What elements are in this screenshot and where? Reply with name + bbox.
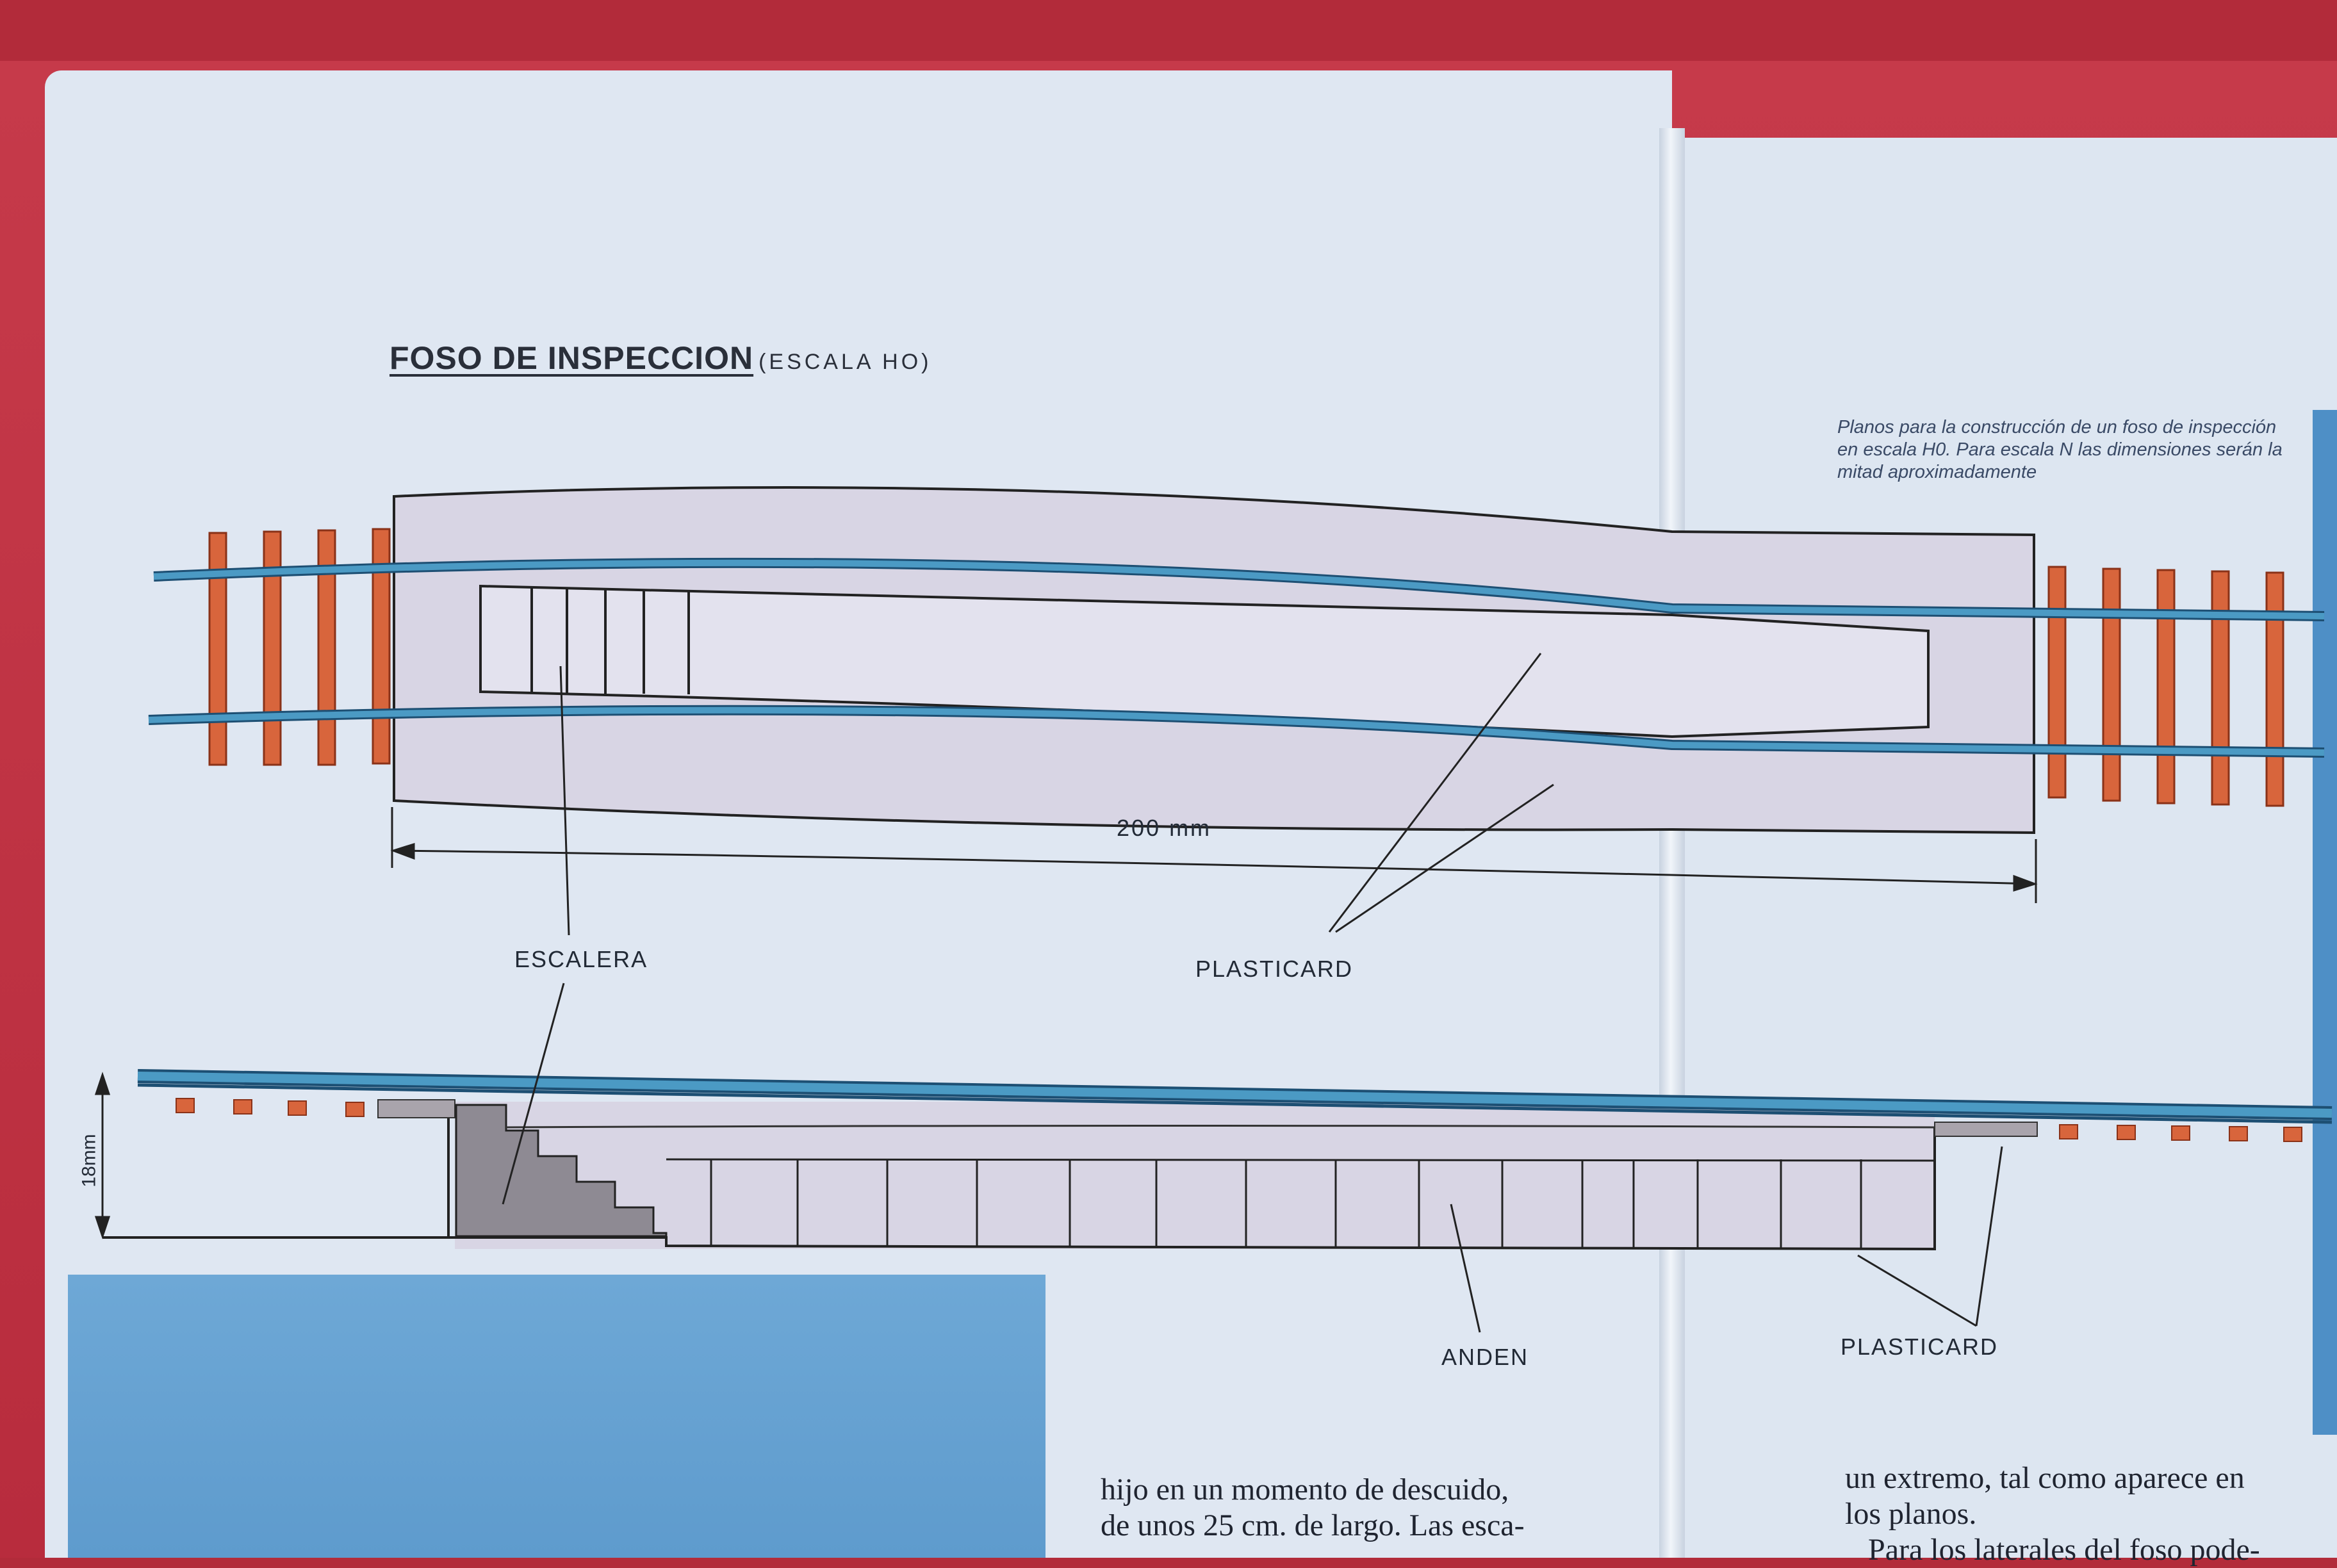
sleepers-left [208, 528, 391, 766]
body-text-line: Para los laterales del foso pode- [1845, 1533, 2260, 1567]
body-text-left: hijo en un momento de descuido, de unos … [1101, 1472, 1525, 1544]
stair-side-view [455, 1104, 668, 1237]
drawing-title: FOSO DE INSPECCION(ESCALA HO) [390, 339, 931, 377]
body-text-line: hijo en un momento de descuido, [1101, 1473, 1509, 1507]
title-main: FOSO DE INSPECCION [390, 340, 754, 376]
page-edge-strip [2313, 410, 2337, 1435]
body-text-line: de unos 25 cm. de largo. Las esca- [1101, 1508, 1525, 1542]
leader-lines-top [559, 653, 1554, 936]
platform-side-view [455, 1102, 1935, 1249]
body-text-line: un extremo, tal como aparece en [1845, 1461, 2245, 1495]
label-plasticard-top: PLASTICARD [1195, 956, 1354, 982]
platform-divisions [710, 1159, 1862, 1248]
body-text-right: un extremo, tal como aparece en los plan… [1845, 1460, 2260, 1568]
leader-lines-bottom [502, 983, 2003, 1333]
label-escalera: ESCALERA [514, 946, 648, 972]
book-gutter [1659, 128, 1685, 1558]
title-scale: (ESCALA HO) [758, 350, 932, 374]
model-photo [68, 1275, 1046, 1558]
rail-side-view [137, 1069, 2333, 1124]
sleepers-side-view [176, 1098, 2302, 1142]
stair-top-view [530, 588, 690, 694]
dimension-label-height: 18mm [78, 1134, 100, 1188]
figure-caption: Planos para la construcción de un foso d… [1837, 417, 2283, 482]
label-anden: ANDEN [1441, 1344, 1529, 1370]
sleepers-right [2047, 566, 2284, 807]
label-plasticard-bottom: PLASTICARD [1841, 1334, 1999, 1360]
body-text-line: los planos. [1845, 1497, 1977, 1531]
dimension-line-200mm [390, 807, 2038, 903]
rails-top-view [148, 557, 2325, 758]
dimension-label-length: 200 mm [1117, 815, 1212, 841]
dimension-line-18mm [94, 1072, 111, 1239]
right-page [1672, 138, 2337, 1558]
